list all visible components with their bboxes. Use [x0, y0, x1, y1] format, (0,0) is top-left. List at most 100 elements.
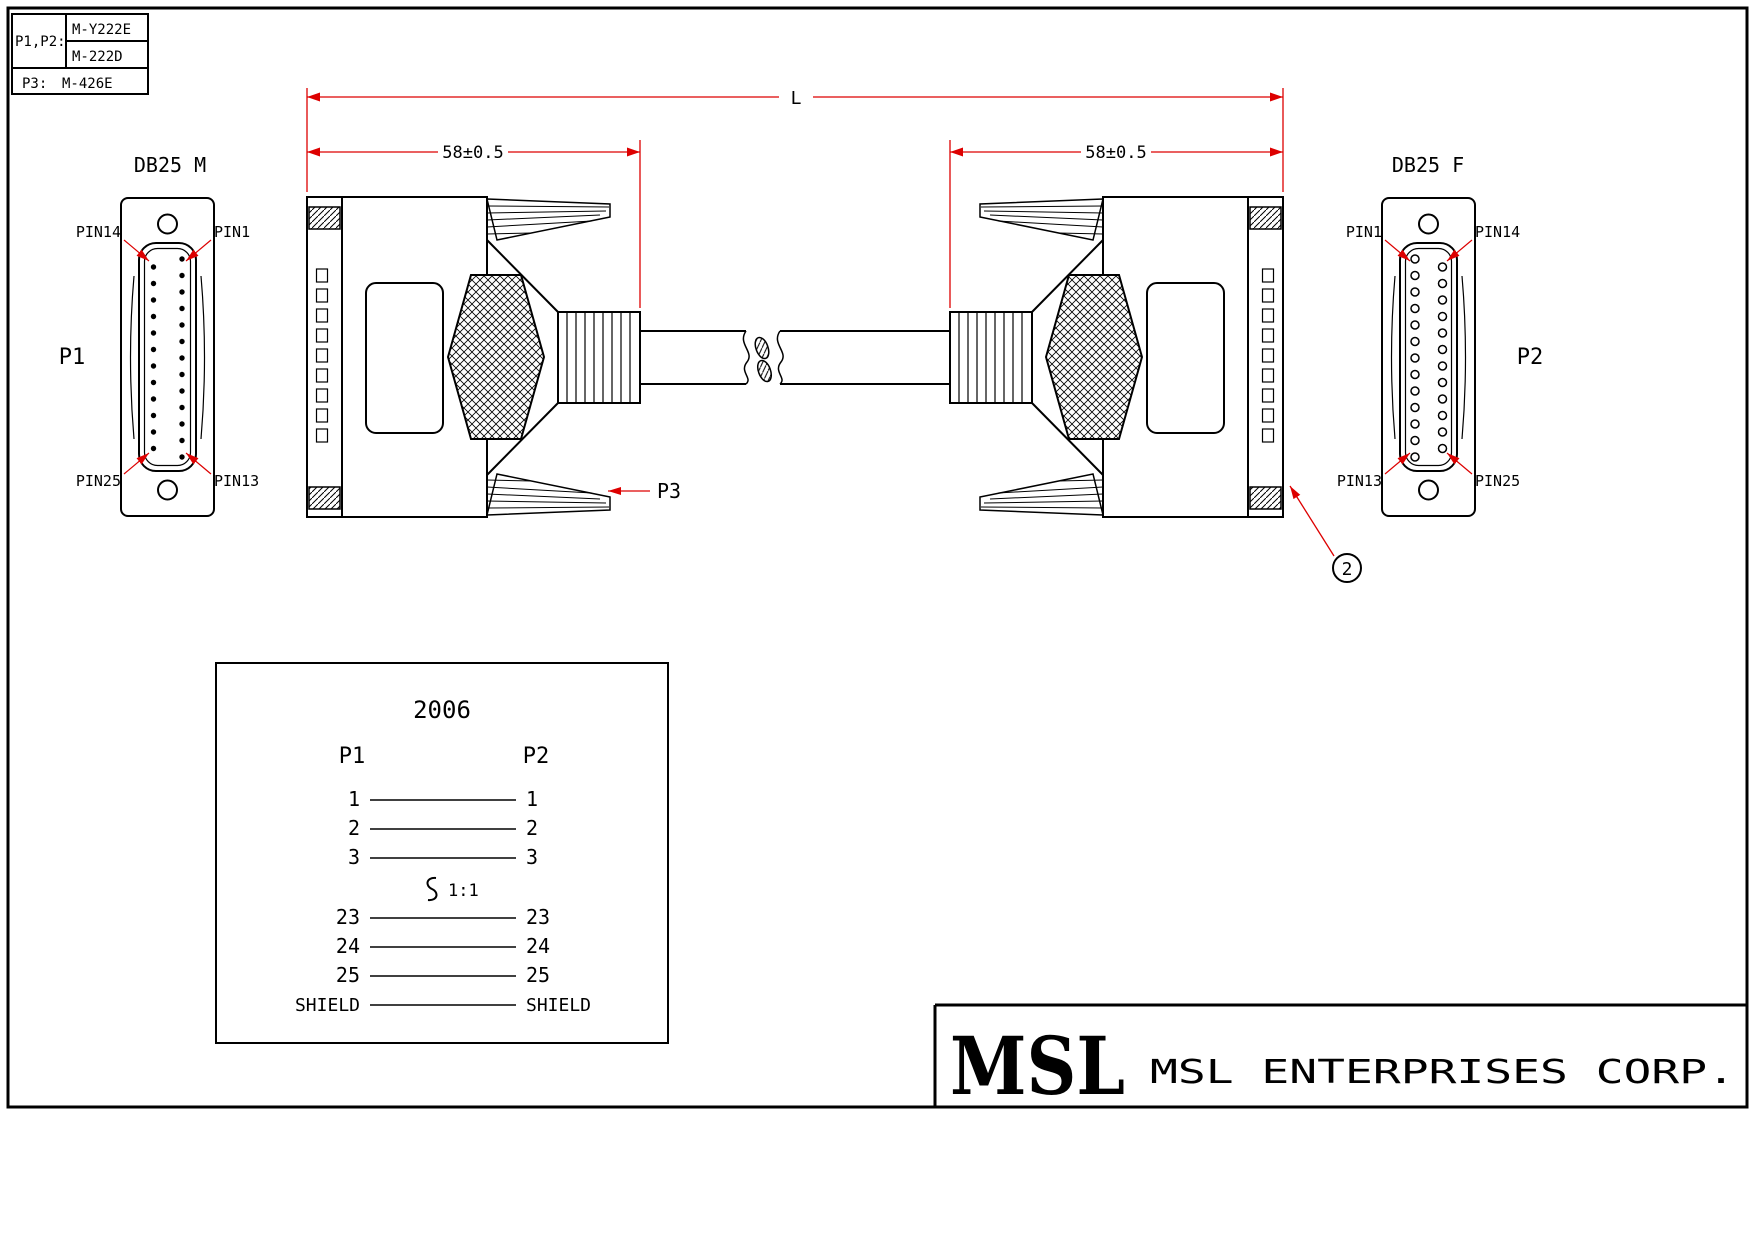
- callout-p3: P3: [608, 479, 681, 503]
- left-pin-top-left-label: PIN14: [76, 223, 121, 241]
- company-name: MSL ENTERPRISES CORP.: [1150, 1052, 1735, 1091]
- cable-break-core-1: [754, 336, 770, 360]
- right-pin-bottom-left-label: PIN13: [1337, 472, 1382, 490]
- left-pin-leaders: [123, 239, 212, 475]
- part-table-value3: M-426E: [62, 76, 113, 92]
- right-contacts: [1261, 268, 1275, 443]
- left-insert-inner: [143, 247, 192, 467]
- left-insert-outer: [138, 242, 197, 472]
- right-shell-arc-left: [1390, 275, 1396, 440]
- continuation-squiggle-icon: [426, 876, 438, 902]
- cable-break-right: [776, 330, 784, 385]
- cable-break-core-2: [756, 359, 773, 383]
- right-jackscrew-bottom: [1249, 486, 1282, 510]
- left-pins-male: [150, 256, 185, 460]
- left-pin-bottom-left-label: PIN25: [76, 472, 121, 490]
- left-shell-arc-left: [129, 275, 135, 440]
- balloon-number: 2: [1342, 559, 1353, 580]
- right-strain-relief-bottom: [979, 473, 1104, 516]
- left-contacts: [315, 268, 329, 443]
- dimension-overall-label: L: [791, 88, 802, 109]
- left-mount-hole-bottom: [157, 479, 178, 501]
- right-insert-outer: [1399, 242, 1458, 472]
- left-hood-window: [365, 282, 444, 434]
- wiring-lines: [370, 799, 516, 1006]
- wiring-row-left: 24: [336, 934, 360, 958]
- wiring-row-right: 3: [526, 845, 538, 869]
- left-mount-hole-top: [157, 213, 178, 235]
- cable-break-left: [742, 330, 750, 385]
- title-block: MSL MSL ENTERPRISES CORP.: [933, 1003, 1747, 1113]
- wiring-continuation-label: 1:1: [448, 881, 479, 901]
- right-pin-top-left-label: PIN1: [1346, 223, 1382, 241]
- left-connector-title: DB25 M: [134, 153, 206, 177]
- dimension-left-label: 58±0.5: [442, 143, 503, 163]
- right-hood-window: [1146, 282, 1225, 434]
- part-table-p3-label: P3:: [22, 76, 47, 92]
- cable: [640, 330, 950, 385]
- left-jackscrew-bottom: [308, 486, 341, 510]
- sheet-border: [6, 6, 1749, 1109]
- right-pin-top-right-label: PIN14: [1475, 223, 1520, 241]
- left-pin-top-right-label: PIN1: [214, 223, 250, 241]
- left-shell: [120, 197, 215, 517]
- wiring-row-right: 25: [526, 963, 550, 987]
- part-number-table: P1,P2: M-Y222E M-222D P3: M-426E: [11, 13, 149, 95]
- right-grip-hatch: [1044, 274, 1144, 440]
- wiring-row-right: 24: [526, 934, 550, 958]
- right-connector-face-view: DB25 F PIN1 PIN14 PIN13 PIN25 P2: [1337, 153, 1544, 517]
- right-collar-ribs: [958, 312, 1023, 403]
- wiring-box: [215, 662, 669, 1044]
- left-shell-arc-right: [200, 275, 206, 440]
- left-pin-bottom-right-label: PIN13: [214, 472, 259, 490]
- dimension-lines: [306, 88, 1284, 308]
- left-collar: [557, 311, 641, 404]
- left-connector-ref: P1: [59, 345, 86, 370]
- left-grip-hatch: [446, 274, 546, 440]
- right-connector-title: DB25 F: [1392, 153, 1464, 177]
- wiring-row-right: 1: [526, 787, 538, 811]
- balloon-circle: [1332, 553, 1362, 583]
- wiring-row-right: SHIELD: [526, 995, 591, 1016]
- right-shell: [1381, 197, 1476, 517]
- dimension-right-label: 58±0.5: [1085, 143, 1146, 163]
- wiring-row-right: 23: [526, 905, 550, 929]
- wiring-row-left: 25: [336, 963, 360, 987]
- left-connector-face-view: DB25 M PIN14 PIN1 PIN25 PIN13 P1: [59, 153, 259, 517]
- company-logo: MSL: [950, 1019, 1125, 1113]
- right-shell-arc-right: [1461, 275, 1467, 440]
- right-mount-hole-top: [1418, 213, 1439, 235]
- left-jackscrew-top: [308, 206, 341, 230]
- wiring-row-left: 1: [348, 787, 360, 811]
- right-mount-hole-bottom: [1418, 479, 1439, 501]
- right-strain-relief-top: [979, 198, 1104, 241]
- left-collar-ribs: [566, 312, 631, 403]
- dimension-arrowheads: [307, 92, 1283, 157]
- wiring-row-left: 3: [348, 845, 360, 869]
- part-table-value1: M-Y222E: [72, 22, 131, 38]
- left-hood-side-view: [306, 196, 641, 518]
- part-table-value2: M-222D: [72, 49, 123, 65]
- wiring-diagram: 2006 P1 P2 1 1 2 2 3 3 1:1 23 23 24 24 2…: [215, 662, 669, 1044]
- right-jackscrew-top: [1249, 206, 1282, 230]
- right-connector-ref: P2: [1517, 345, 1544, 370]
- right-pin-bottom-right-label: PIN25: [1475, 472, 1520, 490]
- right-hood-side-view: [949, 196, 1284, 518]
- wiring-row-left: 23: [336, 905, 360, 929]
- part-table-p1p2-label: P1,P2:: [15, 34, 66, 50]
- right-pin-leaders: [1384, 239, 1473, 475]
- left-strain-relief-top: [486, 198, 611, 241]
- right-insert-inner: [1404, 247, 1453, 467]
- left-strain-relief-bottom: [486, 473, 611, 516]
- wiring-left-header: P1: [339, 744, 366, 769]
- right-pins-female: [1410, 254, 1448, 462]
- wiring-title: 2006: [413, 696, 471, 724]
- callout-balloon-2: 2: [1289, 485, 1362, 583]
- wiring-right-header: P2: [523, 744, 550, 769]
- callout-p3-label: P3: [657, 479, 681, 503]
- wiring-row-left: SHIELD: [295, 995, 360, 1016]
- wiring-row-right: 2: [526, 816, 538, 840]
- wiring-row-left: 2: [348, 816, 360, 840]
